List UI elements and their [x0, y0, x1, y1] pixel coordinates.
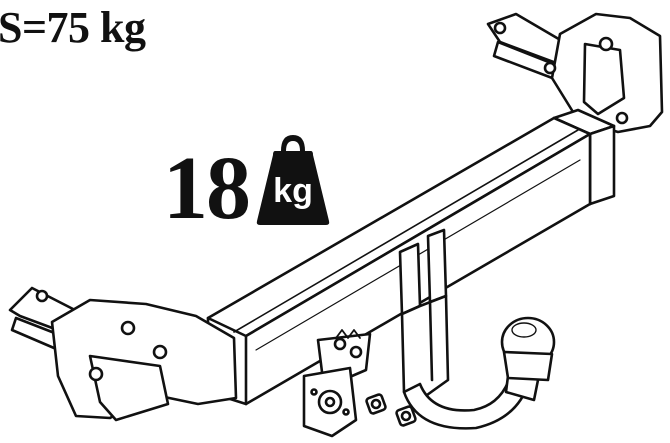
left-mounting-arm [8, 286, 238, 422]
mounting-bolts [365, 393, 417, 427]
weight-unit: kg [273, 172, 313, 210]
coupling-bracket [398, 228, 450, 402]
right-mounting-arm [486, 12, 664, 134]
tow-ball [500, 316, 556, 382]
weight-value: 18 [163, 139, 251, 238]
weight-icon [256, 135, 330, 225]
socket-plate [302, 329, 372, 438]
spec-label: S=75 kg [0, 3, 146, 52]
